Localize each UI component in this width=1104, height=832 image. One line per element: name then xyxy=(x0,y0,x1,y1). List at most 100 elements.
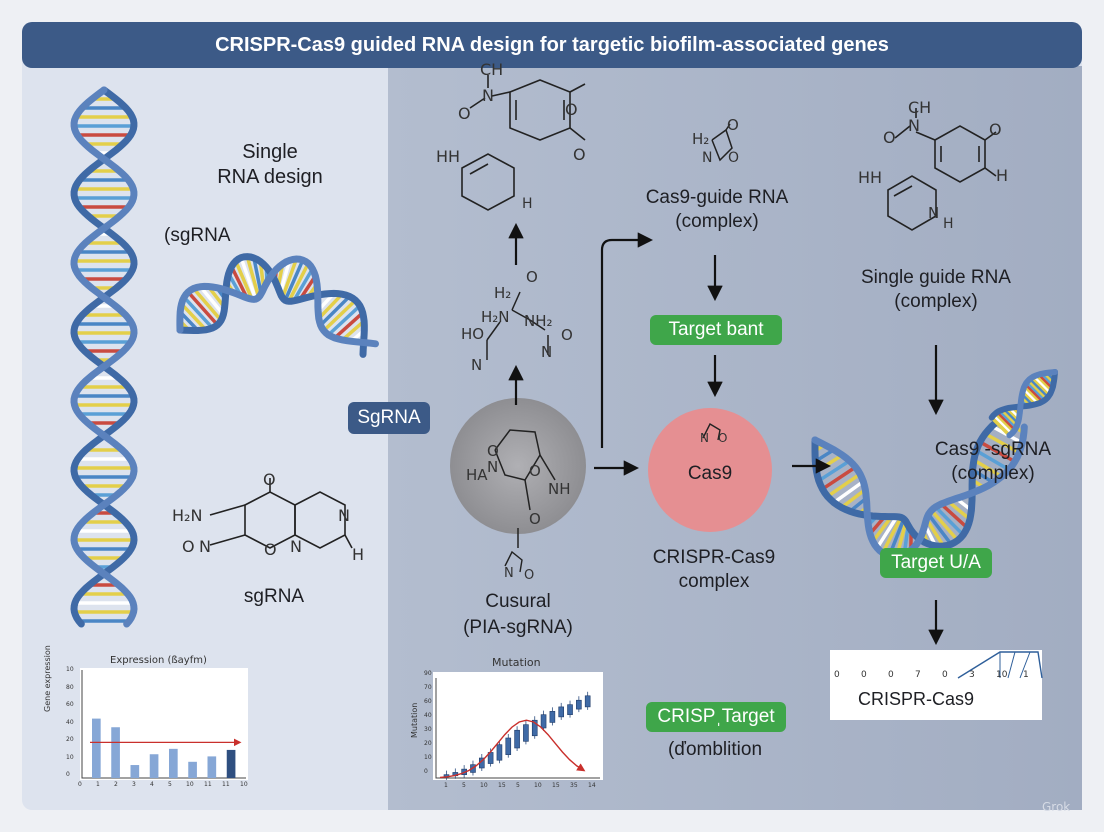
result-tick-label: 0 xyxy=(834,670,840,680)
atom-label: O xyxy=(529,510,541,528)
base-pair-rung xyxy=(832,480,865,504)
pia-sgrna-label: (PIA-sgRNA) xyxy=(463,617,573,638)
watermark: Grok xyxy=(1042,800,1071,814)
atom-label: HH xyxy=(436,147,461,166)
expression-bar xyxy=(149,754,159,778)
tick-label: 5 xyxy=(516,782,520,789)
mutation-box xyxy=(540,714,547,729)
base-pair-rung xyxy=(230,265,249,299)
atom-label: O xyxy=(565,100,578,119)
atom-label: N xyxy=(541,343,553,361)
tick-label: 11 xyxy=(222,781,230,788)
tick-label: 5 xyxy=(462,782,466,789)
mutation-box xyxy=(496,744,503,761)
base-pair-rung xyxy=(252,257,263,295)
combition-label: (ďomblition xyxy=(667,739,763,760)
tick-label: 10 xyxy=(534,782,542,789)
dna-strand xyxy=(70,86,138,628)
base-pair-rung xyxy=(1023,383,1044,404)
dna-strand xyxy=(811,423,1028,560)
atom-label: O xyxy=(182,537,195,556)
mutation-box xyxy=(505,737,512,755)
atom-label: CH xyxy=(908,98,932,117)
atom-label: O xyxy=(529,462,541,480)
result-tick-label: 3 xyxy=(969,670,975,680)
dna-strand xyxy=(176,253,368,358)
single-guide-rna-complex-label: Single guide RNA (complex) xyxy=(846,266,1026,314)
tick-label: 0 xyxy=(78,781,82,788)
expression-bar xyxy=(207,756,217,778)
expression-chart-ylabel: Gene expression xyxy=(43,645,52,712)
base-pair-rung xyxy=(973,458,1003,479)
chart-axis xyxy=(435,678,600,779)
mutation-chart-title: Mutation xyxy=(492,656,541,669)
atom-label: O xyxy=(728,150,740,166)
mutation-box xyxy=(584,695,591,708)
base-pair-rung xyxy=(871,515,893,543)
sgrna-paren-label: (sgRNA xyxy=(164,225,231,246)
dna-strand xyxy=(70,86,138,628)
atom-label: N xyxy=(908,116,920,135)
tick-label: 10 xyxy=(424,754,432,761)
atom-label: H xyxy=(522,196,533,212)
expression-chart-panel xyxy=(80,668,248,780)
mutation-box xyxy=(567,704,573,715)
single-guide-line1: Single guide RNA xyxy=(861,267,1011,288)
tick-label: 35 xyxy=(570,782,578,789)
base-pair-rung xyxy=(245,256,261,298)
base-pair-rung xyxy=(1025,381,1046,402)
tick-label: 1 xyxy=(444,782,448,789)
sgrna-badge: SgRNA xyxy=(348,402,430,434)
atom-label: NH₂ xyxy=(524,312,553,330)
tick-label: 15 xyxy=(552,782,560,789)
atom-label: N xyxy=(928,204,940,222)
expression-chart-title: Expression (ßayfm) xyxy=(110,655,207,666)
tick-label: 10 xyxy=(66,753,74,761)
crispr-line1: CRISPR-Cas9 xyxy=(652,547,776,568)
atom-label: H xyxy=(352,545,365,564)
atom-label: O xyxy=(458,104,471,123)
cas9-guide-line2: (complex) xyxy=(675,210,759,232)
single-rna-line1: Single xyxy=(242,141,298,163)
tick-label: 15 xyxy=(498,782,506,789)
atom-label: H xyxy=(943,216,954,232)
base-pair-rung xyxy=(875,515,899,549)
base-pair-rung xyxy=(1034,374,1053,393)
base-pair-rung xyxy=(234,260,254,300)
middle-molecule-structure xyxy=(486,291,549,360)
cas9-circle xyxy=(648,408,772,532)
atom-label: HA xyxy=(466,466,488,484)
base-pair-rung xyxy=(947,499,971,521)
base-pair-rung xyxy=(979,440,1016,464)
circle-molecule-structure xyxy=(494,429,556,548)
atom-label: HH xyxy=(858,168,883,187)
expression-bar xyxy=(130,765,140,778)
result-tick-label: 0 xyxy=(942,670,948,680)
target-ua-badge: Target U/A xyxy=(880,548,992,578)
title-banner xyxy=(22,22,1082,68)
mutation-box xyxy=(549,711,556,723)
base-pair-rung xyxy=(990,416,1011,437)
base-pair-rung xyxy=(934,505,965,537)
sgrna-molecule-structure xyxy=(209,478,353,549)
base-pair-rung xyxy=(182,296,214,330)
atom-label: O xyxy=(573,145,586,164)
single-guide-line2: (complex) xyxy=(894,290,978,312)
guide-molecule-structure xyxy=(711,123,733,162)
cas9-label: Cas9 xyxy=(687,463,733,484)
base-pair-rung xyxy=(317,292,344,320)
atom-label: O xyxy=(718,431,728,445)
atom-label: O xyxy=(526,268,538,286)
result-box xyxy=(830,650,1042,720)
base-pair-rung xyxy=(975,449,1010,472)
mutation-chart-panel xyxy=(433,672,603,780)
cas9-sgrna-line1: Cas9 -sgRNA xyxy=(934,439,1052,460)
atom-label: O xyxy=(561,326,573,344)
single-rna-line2: RNA design xyxy=(217,166,323,188)
result-label: CRISPR-Cas9 xyxy=(857,689,975,709)
mutation-box xyxy=(576,699,582,710)
base-pair-rung xyxy=(1028,378,1049,399)
tick-label: 60 xyxy=(424,698,432,705)
atom-label: N xyxy=(700,431,709,445)
atom-label: H₂ xyxy=(494,284,512,302)
